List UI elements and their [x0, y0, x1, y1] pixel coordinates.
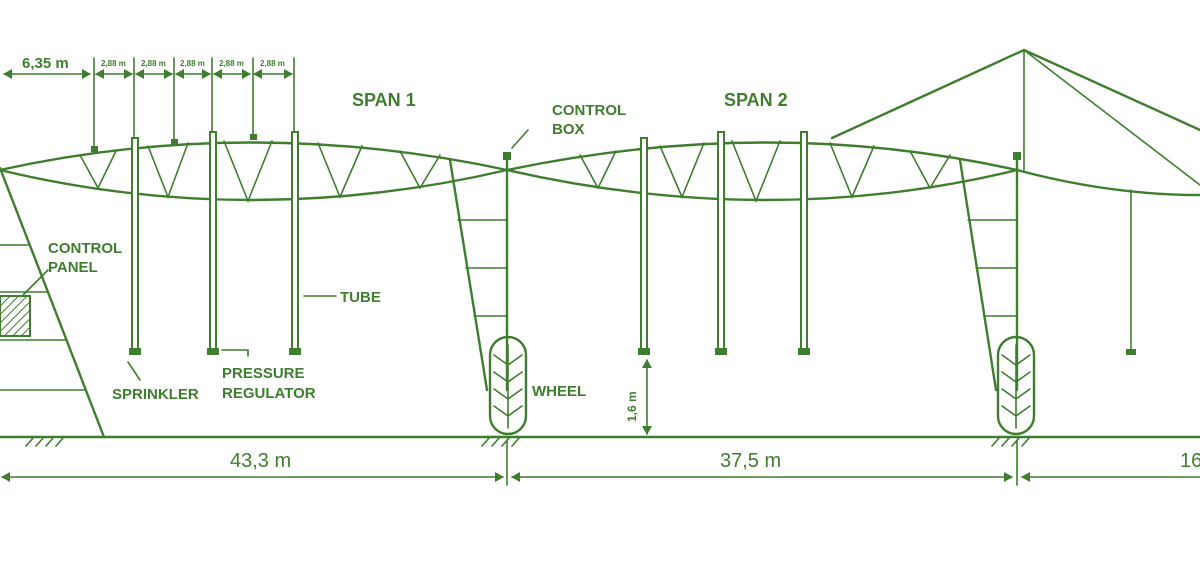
wheel-2	[996, 335, 1036, 436]
control-box-label-line1: CONTROL	[552, 102, 626, 119]
span3-cable-right	[1023, 49, 1200, 186]
ground-hatch-tower1	[481, 436, 521, 447]
dim-span2-label: 37,5 m	[720, 450, 781, 472]
dim-span1-label: 43,3 m	[230, 450, 291, 472]
tower1-frame	[448, 158, 509, 392]
tower1-control-box	[503, 152, 511, 160]
dim-first-offset-label: 6,35 m	[22, 55, 69, 72]
ground-hatch-left	[25, 436, 65, 447]
span1-bottom-chord	[0, 168, 509, 202]
tube-label: TUBE	[340, 289, 381, 306]
span3-sprinkler	[1126, 349, 1136, 355]
dim-spacing-label-1: 2,88 m	[101, 59, 126, 68]
tower1-rungs	[457, 219, 508, 317]
dim-spacing-label-4: 2,88 m	[219, 59, 244, 68]
control-panel-leader	[21, 269, 49, 297]
tower2-rungs	[967, 219, 1018, 317]
span2-web	[579, 140, 951, 204]
tower2-frame	[958, 158, 1019, 392]
pressure-regulator-leader	[221, 349, 249, 357]
dim-spacing-label-5: 2,88 m	[260, 59, 285, 68]
span1-sprinklers	[129, 348, 301, 355]
span2-label: SPAN 2	[724, 90, 788, 110]
span2-tubes	[640, 131, 808, 351]
dim-spacing-label-3: 2,88 m	[180, 59, 205, 68]
control-box-label-line2: BOX	[552, 121, 585, 138]
pressure-regulator-label-line1: PRESSURE	[222, 365, 305, 382]
control-panel-label-line2: PANEL	[48, 259, 98, 276]
span2-sprinklers	[638, 348, 810, 355]
dim-tube-height-label: 1,6 m	[625, 391, 639, 422]
wheel-1	[488, 335, 528, 436]
ground-hatch-tower2	[991, 436, 1031, 447]
dim-span3-label: 16	[1180, 450, 1200, 472]
span2-bottom-chord	[505, 168, 1019, 202]
control-panel-label-line1: CONTROL	[48, 240, 122, 257]
dim-extension-lines	[93, 57, 295, 147]
pressure-regulator-label-line2: REGULATOR	[222, 385, 316, 402]
sprinkler-label: SPRINKLER	[112, 386, 199, 403]
wheel-label: WHEEL	[532, 383, 586, 400]
tower2-control-box	[1013, 152, 1021, 160]
sprinkler-leader	[127, 361, 141, 381]
pivot-tower	[0, 166, 106, 439]
span1-top-chord	[0, 141, 509, 172]
pivot-rungs	[0, 244, 87, 391]
span3-bottom-chord	[1015, 168, 1200, 197]
control-panel-box	[0, 295, 31, 337]
span2-top-chord	[505, 141, 1019, 172]
span1-outlets	[91, 134, 257, 152]
span3-top-chord	[830, 48, 1200, 140]
control-box-leader	[511, 129, 529, 149]
span1-web	[79, 140, 441, 204]
span1-tubes	[131, 131, 299, 351]
dim-spacing-label-2: 2,88 m	[141, 59, 166, 68]
span1-label: SPAN 1	[352, 90, 416, 110]
dim-bottom-extension-lines	[506, 439, 1018, 486]
